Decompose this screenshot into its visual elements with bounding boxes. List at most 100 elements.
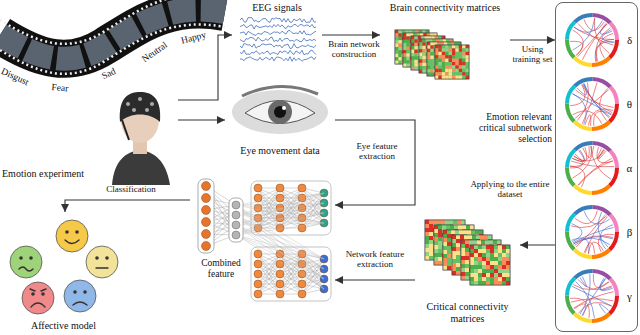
art-part	[438, 257, 442, 261]
art-part	[452, 263, 456, 267]
art-part	[447, 238, 451, 242]
art-part	[422, 63, 425, 66]
art-part	[455, 72, 458, 75]
art-part	[465, 256, 469, 260]
art-part	[470, 277, 474, 281]
art-part	[395, 57, 398, 60]
art-part	[567, 143, 617, 193]
art-part	[430, 73, 433, 76]
art-part	[474, 249, 478, 253]
art-part	[484, 235, 488, 239]
art-part	[434, 257, 438, 261]
chord	[580, 276, 587, 286]
art-part	[482, 281, 486, 285]
eye-illustration	[232, 86, 328, 134]
art-part	[86, 246, 118, 278]
art-part	[442, 76, 445, 79]
art-part	[425, 252, 429, 256]
art-part	[567, 79, 617, 129]
art-part	[403, 40, 406, 43]
brain-circle	[567, 79, 617, 129]
art-part	[459, 72, 462, 75]
art-part	[258, 264, 280, 294]
art-part	[465, 272, 469, 276]
art-part	[452, 55, 455, 58]
art-part	[105, 256, 109, 260]
art-part	[236, 235, 324, 289]
art-part	[466, 72, 469, 75]
art-part	[462, 65, 465, 68]
art-part	[254, 184, 262, 192]
emotion-face	[64, 280, 96, 312]
art-part	[425, 220, 465, 260]
art-part	[403, 64, 406, 67]
art-part	[438, 62, 441, 65]
art-part	[442, 69, 445, 72]
art-part	[478, 273, 482, 277]
art-part	[567, 207, 617, 257]
art-part	[456, 255, 460, 259]
generated-art	[10, 15, 617, 321]
art-part	[498, 261, 502, 265]
art-part	[502, 281, 506, 285]
art-part	[461, 256, 465, 260]
art-part	[411, 53, 414, 56]
art-part	[502, 273, 506, 277]
art-part	[449, 72, 452, 75]
art-part	[403, 47, 406, 50]
art-part	[30, 289, 46, 307]
art-part	[398, 33, 401, 36]
emotion-label: Disgust	[0, 66, 30, 88]
art-part	[202, 218, 211, 227]
art-part	[466, 62, 469, 65]
art-part	[567, 207, 617, 257]
node-caption: Eye movement data	[225, 145, 335, 157]
art-part	[567, 79, 617, 129]
art-part	[276, 260, 284, 268]
art-part	[567, 15, 617, 65]
art-part	[567, 15, 617, 65]
art-part	[486, 277, 490, 281]
art-part	[477, 240, 481, 244]
art-part	[22, 282, 54, 314]
art-part	[456, 251, 460, 255]
art-part	[455, 45, 458, 48]
art-part	[490, 257, 494, 261]
art-part	[419, 70, 422, 73]
art-part	[447, 250, 451, 254]
art-part	[419, 59, 422, 62]
art-part	[411, 36, 445, 70]
art-part	[414, 46, 417, 49]
art-part	[455, 69, 458, 72]
art-part	[494, 257, 498, 261]
art-part	[442, 52, 445, 55]
art-part	[438, 241, 442, 245]
art-part	[481, 240, 485, 244]
art-part	[453, 220, 457, 224]
art-part	[449, 69, 452, 72]
art-part	[490, 245, 494, 249]
art-part	[442, 55, 445, 58]
art-part	[506, 269, 510, 273]
art-part	[452, 271, 456, 275]
art-part	[455, 230, 459, 234]
art-part	[567, 79, 617, 129]
art-part	[427, 62, 430, 65]
art-part	[434, 225, 474, 265]
art-part	[254, 290, 262, 298]
art-part	[449, 52, 452, 55]
art-part	[461, 240, 465, 244]
art-part	[455, 62, 458, 65]
emotion-label: Fear	[51, 82, 69, 94]
art-part	[414, 53, 417, 56]
art-part	[567, 143, 617, 193]
art-part	[445, 72, 448, 75]
art-part	[498, 257, 502, 261]
art-part	[567, 207, 617, 257]
art-part	[506, 253, 510, 257]
illustrated-node: EEG signals	[232, 2, 322, 64]
art-part	[478, 261, 482, 265]
art-part	[567, 207, 617, 257]
